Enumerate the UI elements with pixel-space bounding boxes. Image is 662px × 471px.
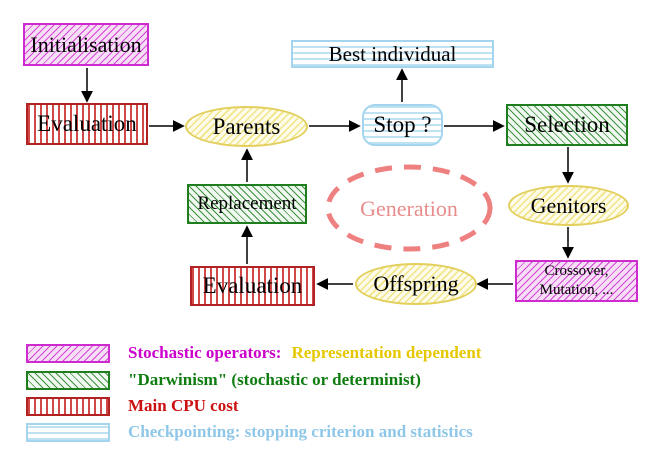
node-evaluation-bottom-label: Evaluation bbox=[202, 273, 303, 298]
node-genitors: Genitors bbox=[508, 185, 629, 226]
node-genitors-label: Genitors bbox=[530, 192, 607, 218]
node-best-individual-label: Best individual bbox=[328, 41, 457, 66]
legend-swatch-blue-horizontal-stripes bbox=[26, 422, 110, 442]
legend-item-darwinism: "Darwinism" (stochastic or determinist) bbox=[26, 370, 421, 390]
node-evaluation-bottom: Evaluation bbox=[190, 266, 315, 306]
node-evaluation-top: Evaluation bbox=[26, 103, 148, 145]
legend-label-stochastic-operators: Stochastic operators: bbox=[128, 343, 282, 362]
node-best-individual: Best individual bbox=[291, 40, 494, 68]
node-initialisation-label: Initialisation bbox=[30, 31, 142, 57]
node-selection: Selection bbox=[506, 104, 628, 146]
node-crossover-mutation: Crossover, Mutation, ... bbox=[515, 260, 638, 302]
node-parents: Parents bbox=[185, 106, 308, 147]
legend-item-checkpointing: Checkpointing: stopping criterion and st… bbox=[26, 422, 473, 442]
node-replacement: Replacement bbox=[187, 184, 307, 224]
generation-dashed-ellipse bbox=[325, 164, 493, 252]
legend-label-darwinism: "Darwinism" (stochastic or determinist) bbox=[128, 370, 421, 389]
legend-swatch-magenta-diagonal-hatch bbox=[26, 343, 110, 363]
node-crossover-label-line2: Mutation, ... bbox=[539, 282, 614, 298]
node-stop-label: Stop ? bbox=[373, 112, 432, 137]
node-offspring: Offspring bbox=[355, 263, 477, 305]
legend-label-representation-dependent: Representation dependent bbox=[291, 343, 482, 362]
node-crossover-label-line1: Crossover, bbox=[544, 263, 609, 279]
node-selection-label: Selection bbox=[524, 112, 610, 137]
legend-label-main-cpu-cost: Main CPU cost bbox=[128, 396, 239, 415]
generation-label: Generation bbox=[360, 196, 458, 221]
node-parents-label: Parents bbox=[212, 113, 281, 139]
legend-label-checkpointing: Checkpointing: stopping criterion and st… bbox=[128, 422, 473, 441]
node-stop: Stop ? bbox=[362, 104, 443, 146]
node-offspring-label: Offspring bbox=[373, 271, 459, 296]
legend-item-main-cpu-cost: Main CPU cost bbox=[26, 396, 239, 416]
legend-swatch-green-diagonal-hatch bbox=[26, 370, 110, 390]
legend-item-stochastic-operators: Stochastic operators: Representation dep… bbox=[26, 343, 482, 363]
node-initialisation: Initialisation bbox=[23, 23, 149, 66]
node-replacement-label: Replacement bbox=[197, 193, 297, 214]
node-evaluation-top-label: Evaluation bbox=[37, 111, 137, 136]
legend-swatch-red-vertical-stripes bbox=[26, 396, 110, 416]
